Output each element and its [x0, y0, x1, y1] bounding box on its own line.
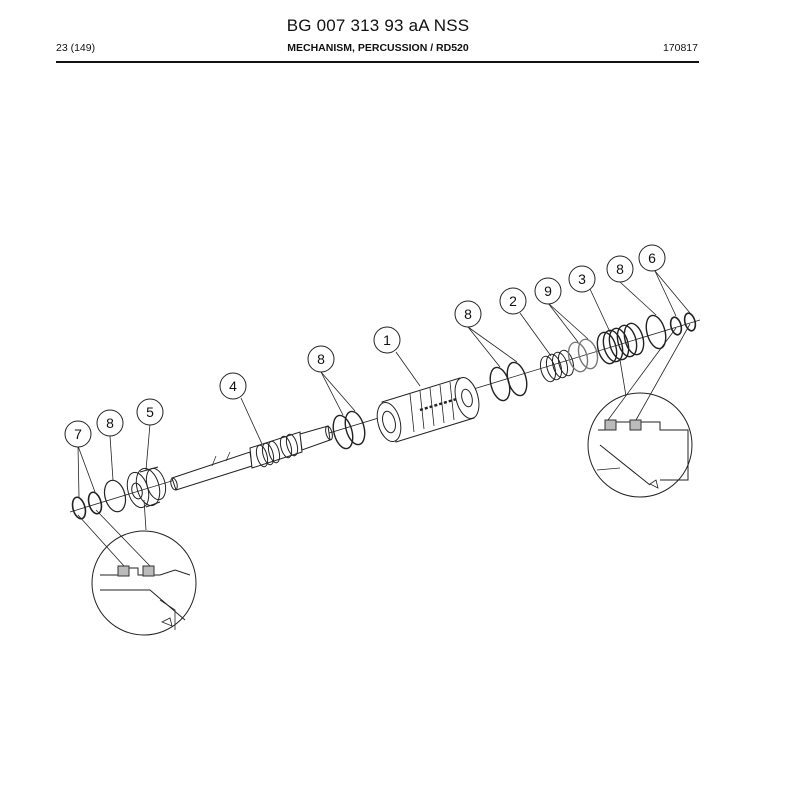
header-rule: [56, 61, 699, 63]
callout-8-left-label: 8: [106, 415, 114, 431]
callout-4-label: 4: [229, 378, 237, 394]
part-5-bushing: [126, 466, 167, 509]
callout-9: [534, 277, 562, 305]
part-2-sleeve: [539, 349, 575, 383]
callout-8-right-label: 8: [616, 261, 624, 277]
section-name: MECHANISM, PERCUSSION: [287, 42, 428, 54]
section-model: RD520: [436, 42, 469, 54]
section-separator: /: [427, 42, 437, 54]
ring-8-d: [506, 361, 528, 397]
ring-8-a: [332, 414, 354, 450]
document-id: BG 007 313 93 aA NSS: [286, 16, 470, 35]
ring-9-a: [567, 341, 589, 373]
callout-8-left: [96, 409, 124, 437]
callout-3: [568, 265, 596, 293]
callout-1-label: 1: [383, 332, 391, 348]
callout-bubbles: [64, 244, 666, 448]
callout-8-center: [454, 300, 482, 328]
callout-1: [373, 326, 401, 354]
callout-8-mid: [307, 345, 335, 373]
ring-8-b: [344, 410, 366, 446]
callout-2: [499, 287, 527, 315]
ring-8-left: [103, 479, 127, 513]
callout-3-label: 3: [578, 271, 586, 287]
callout-9-label: 9: [544, 283, 552, 299]
ring-9-b: [577, 338, 599, 370]
section-title: MECHANISM, PERCUSSION / RD520: [0, 42, 756, 54]
callout-2-label: 2: [509, 293, 517, 309]
callout-7: [64, 420, 92, 448]
date-code: 170817: [662, 42, 698, 54]
callout-leaders: [77, 270, 691, 498]
callout-5-label: 5: [146, 404, 154, 420]
callout-8-mid-label: 8: [317, 351, 325, 367]
callout-6-label: 6: [648, 250, 656, 266]
callout-8-right: [606, 255, 634, 283]
callout-7-label: 7: [74, 426, 82, 442]
right-detail-view: [587, 392, 693, 498]
part-1-cylinder: [376, 377, 480, 443]
o-ring-6a: [669, 316, 683, 336]
callout-6: [638, 244, 666, 272]
o-ring-7a: [71, 496, 87, 520]
detail-leaders: [77, 323, 691, 567]
left-detail-view: [91, 530, 197, 636]
ring-8-right: [645, 314, 667, 350]
part-3-bushing: [596, 322, 645, 365]
callout-5: [136, 398, 164, 426]
o-ring-7b: [87, 491, 103, 515]
callout-8-center-label: 8: [464, 306, 472, 322]
o-ring-6b: [683, 312, 697, 332]
callout-4: [219, 372, 247, 400]
page-number: 23 (149): [56, 42, 96, 54]
part-4-piston: [170, 425, 333, 491]
